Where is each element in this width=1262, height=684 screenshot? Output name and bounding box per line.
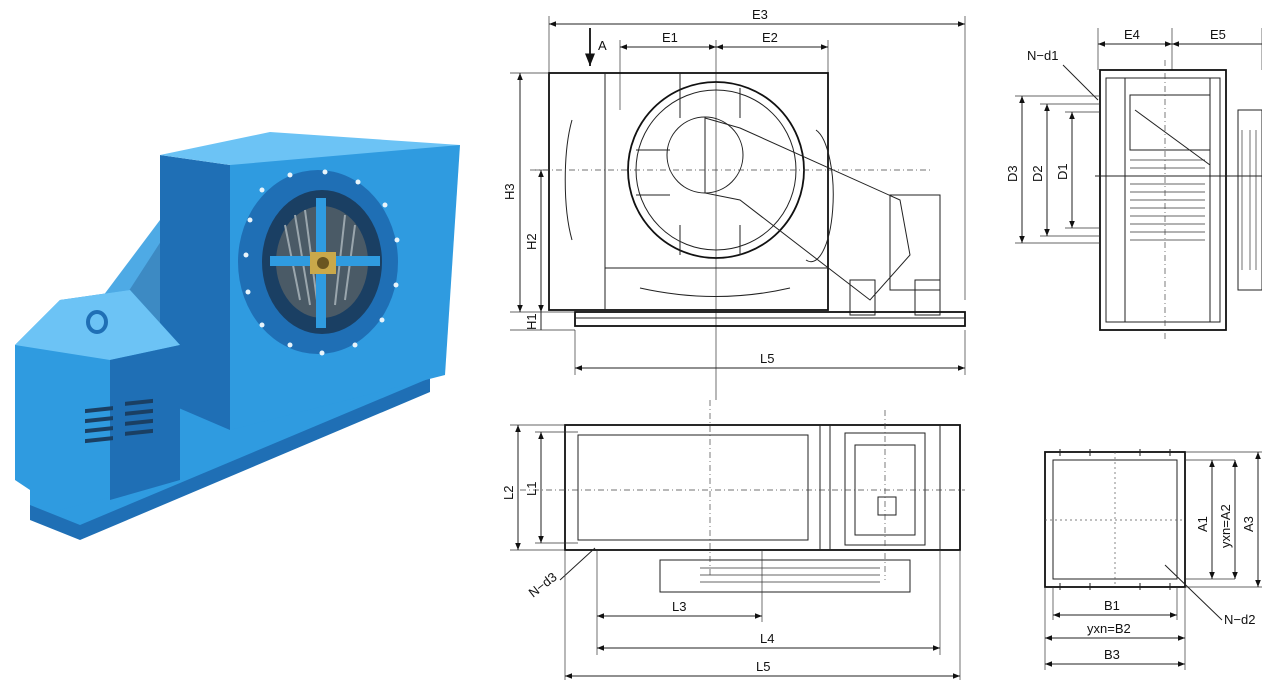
label-b2: yxn=B2 (1087, 621, 1131, 636)
label-h3: H3 (502, 183, 517, 200)
label-e2: E2 (762, 30, 778, 45)
label-n-d3: N−d3 (526, 569, 560, 600)
label-a1: A1 (1195, 516, 1210, 532)
label-b3: B3 (1104, 647, 1120, 662)
flange-bolts (243, 169, 400, 356)
label-a3: A3 (1241, 516, 1256, 532)
label-e1: E1 (662, 30, 678, 45)
label-b1: B1 (1104, 598, 1120, 613)
plan-view (510, 400, 965, 680)
label-l2: L2 (501, 486, 516, 500)
label-arrow-a: A (598, 38, 607, 53)
label-h1: H1 (524, 313, 539, 330)
label-a2: yxn=A2 (1218, 504, 1233, 548)
lifting-eye (86, 310, 108, 334)
fan-product-photo (15, 132, 460, 540)
label-e3: E3 (752, 7, 768, 22)
label-d2: D2 (1030, 165, 1045, 182)
label-l4: L4 (760, 631, 774, 646)
label-l5-plan: L5 (756, 659, 770, 674)
label-e5: E5 (1210, 27, 1226, 42)
label-e4: E4 (1124, 27, 1140, 42)
label-l5-front: L5 (760, 351, 774, 366)
vent-slots (85, 398, 153, 444)
label-d1: D1 (1055, 163, 1070, 180)
side-view (1015, 28, 1262, 340)
outlet-view (1044, 449, 1262, 670)
label-d3: D3 (1005, 165, 1020, 182)
label-h2: H2 (524, 233, 539, 250)
label-n-d1: N−d1 (1027, 48, 1058, 63)
label-l3: L3 (672, 599, 686, 614)
label-n-d2: N−d2 (1224, 612, 1255, 627)
label-l1: L1 (524, 482, 539, 496)
front-view (510, 16, 966, 400)
